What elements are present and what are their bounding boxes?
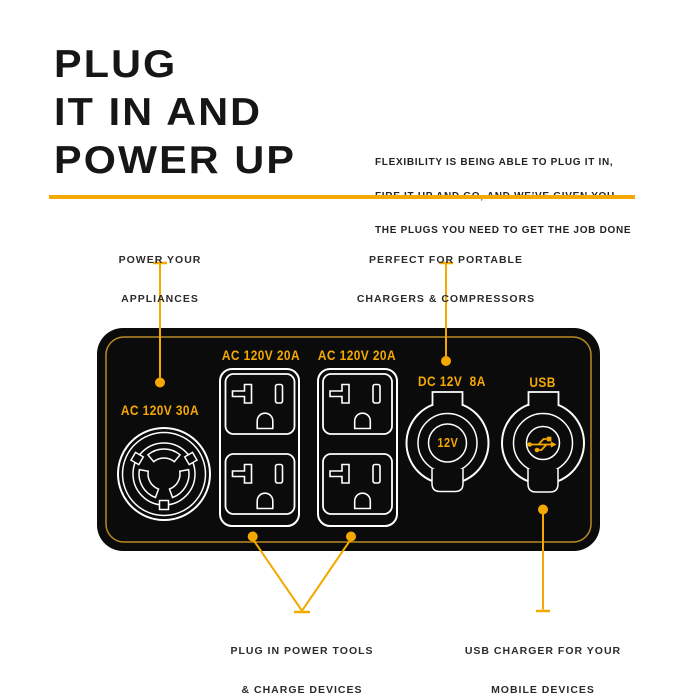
callout-text-line: APPLIANCES [121, 293, 199, 305]
callout-text-line: POWER YOUR [118, 254, 202, 266]
callout-text-line: MOBILE DEVICES [491, 684, 595, 696]
socket-cap-tab [431, 391, 464, 406]
page-title: PLUG IT IN AND POWER UP [54, 41, 294, 185]
callout-text-line: USB CHARGER FOR YOUR [464, 645, 622, 657]
callout-line-tools [247, 531, 356, 614]
label-text: USB [529, 374, 557, 390]
label-text: AC 120V 20A [221, 347, 301, 363]
usb-pull-tab [527, 469, 559, 493]
callout-chargers: PERFECT FOR PORTABLE CHARGERS & COMPRESS… [346, 228, 546, 332]
callout-dot [155, 377, 165, 388]
callout-text-line: & CHARGE DEVICES [241, 684, 363, 696]
callout-line-usb [536, 504, 550, 613]
tagline-line: FLEXIBILITY IS BEING ABLE TO PLUG IT IN, [375, 156, 614, 168]
accent-rule [49, 195, 635, 199]
label-12v-socket: 12V [417, 436, 478, 450]
callout-text-line: PERFECT FOR PORTABLE [369, 254, 523, 266]
callout-text-line: CHARGERS & COMPRESSORS [356, 293, 536, 305]
label-text: 12V [437, 436, 458, 450]
label-ac-120v-20a-left: AC 120V 20A [201, 347, 321, 363]
socket-pull-tab [431, 469, 464, 493]
duplex-outlet-left [219, 368, 300, 527]
twist-lock-outlet-icon [117, 427, 211, 521]
usb-cap-tab [527, 391, 560, 406]
callout-usb: USB CHARGER FOR YOUR MOBILE DEVICES [443, 619, 643, 700]
panel-body [97, 328, 600, 551]
label-ac-120v-20a-right: AC 120V 20A [297, 347, 417, 363]
label-ac-120v-30a: AC 120V 30A [100, 402, 220, 418]
label-text: AC 120V 30A [120, 402, 200, 418]
duplex-outlet-right [317, 368, 398, 527]
title-line: PLUG [54, 43, 178, 86]
callout-line-appliances [153, 261, 167, 388]
callout-dot [538, 504, 548, 515]
dc-12v-socket-icon [405, 391, 490, 493]
label-usb: USB [483, 374, 603, 390]
callout-appliances: POWER YOUR APPLIANCES [60, 228, 260, 332]
label-text: AC 120V 20A [317, 347, 397, 363]
callout-dot [346, 531, 356, 542]
label-dc-12v-8a: DC 12V 8A [392, 373, 512, 389]
label-text: DC 12V 8A [418, 373, 486, 389]
callout-tools: PLUG IN POWER TOOLS & CHARGE DEVICES [202, 619, 402, 700]
callout-line-chargers [439, 261, 453, 366]
callout-dot [247, 531, 258, 542]
tagline-line: THE PLUGS YOU NEED TO GET THE JOB DONE [375, 225, 632, 237]
title-line: POWER UP [54, 139, 297, 182]
callout-text-line: PLUG IN POWER TOOLS [230, 645, 374, 657]
callout-dot [441, 356, 451, 366]
usb-port-icon [501, 391, 585, 493]
title-line: IT IN AND [54, 91, 263, 134]
usb-trident-icon [527, 436, 557, 453]
